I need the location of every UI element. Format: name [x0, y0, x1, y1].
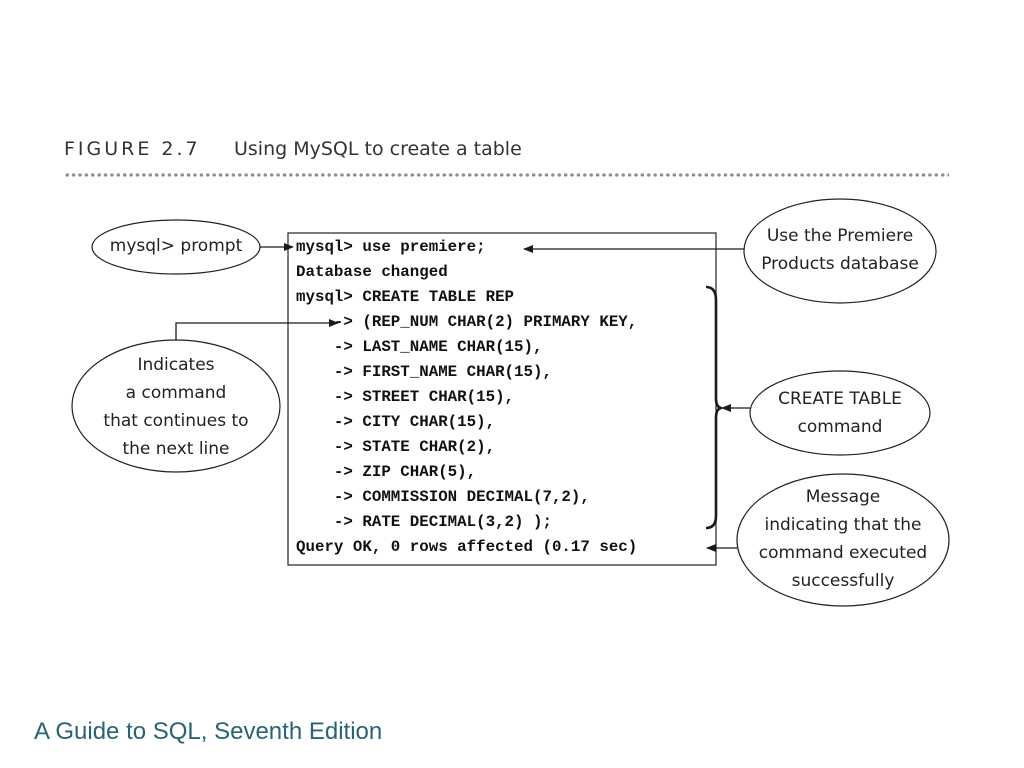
- terminal-line: -> FIRST_NAME CHAR(15),: [296, 363, 552, 381]
- terminal-line: mysql> CREATE TABLE REP: [296, 288, 515, 306]
- terminal-line: Database changed: [296, 263, 448, 281]
- arrow-continues: [175, 319, 339, 340]
- footer-book-title: A Guide to SQL, Seventh Edition: [34, 718, 383, 745]
- create-table-brace: [705, 285, 723, 530]
- callout-continues-text: Indicates a command that continues to th…: [103, 355, 249, 459]
- callout-create-table-ellipse: [749, 370, 931, 456]
- terminal-line: mysql> use premiere;: [296, 238, 486, 256]
- terminal-line: -> RATE DECIMAL(3,2) );: [296, 513, 552, 531]
- terminal-line: -> ZIP CHAR(5),: [296, 463, 477, 481]
- callout-use-db-ellipse: [743, 198, 937, 304]
- callout-create-table-text: CREATE TABLE command: [778, 389, 902, 437]
- terminal-line: -> STATE CHAR(2),: [296, 438, 496, 456]
- terminal-line: -> COMMISSION DECIMAL(7,2),: [296, 488, 590, 506]
- figure-label: FIGURE 2.7: [64, 138, 201, 160]
- terminal-line: -> STREET CHAR(15),: [296, 388, 515, 406]
- callout-use-db-text: Use the Premiere Products database: [761, 226, 919, 274]
- dotted-divider: [64, 172, 949, 178]
- figure-title: Using MySQL to create a table: [234, 138, 522, 160]
- terminal-line: Query OK, 0 rows affected (0.17 sec): [296, 538, 638, 556]
- callout-message-ellipse: [736, 473, 950, 607]
- terminal-line: -> CITY CHAR(15),: [296, 413, 496, 431]
- callout-prompt-text: mysql> prompt: [109, 236, 243, 256]
- callout-message-text: Message indicating that the command exec…: [758, 487, 928, 591]
- terminal-line: -> LAST_NAME CHAR(15),: [296, 338, 543, 356]
- terminal-line: -> (REP_NUM CHAR(2) PRIMARY KEY,: [296, 313, 638, 331]
